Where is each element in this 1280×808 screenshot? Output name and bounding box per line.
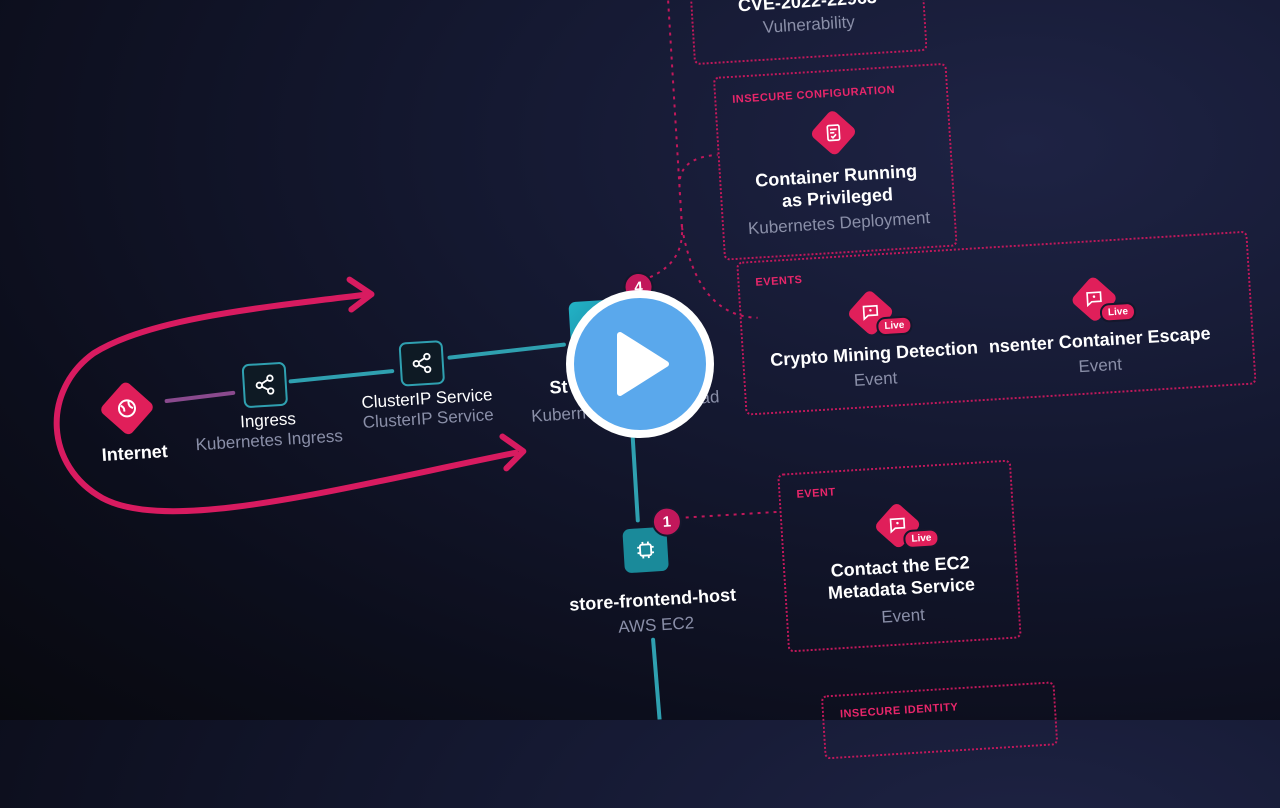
live-badge: Live xyxy=(902,528,940,550)
identity-tag: INSECURE IDENTITY xyxy=(839,701,959,721)
attack-path-diagram: Internet Ingress Kubernetes Ingress Clus… xyxy=(53,0,1257,760)
events-card[interactable]: EVENTS Live Crypto Mining Detection Even… xyxy=(736,230,1257,416)
connector-lines xyxy=(164,0,780,742)
workload-subtitle: Kubern xyxy=(530,403,587,426)
clusterip-node[interactable] xyxy=(398,340,446,387)
identity-card[interactable]: INSECURE IDENTITY xyxy=(820,681,1059,760)
play-button[interactable] xyxy=(566,290,714,438)
checklist-icon xyxy=(809,108,858,157)
alert-chat-icon xyxy=(846,288,895,337)
alert-chat-icon xyxy=(873,501,922,550)
share-icon xyxy=(255,374,275,395)
ec2-event-subtitle: Event xyxy=(880,605,926,627)
workload-title: St xyxy=(548,376,569,398)
play-icon xyxy=(617,332,669,396)
insecure-config-tag: INSECURE CONFIGURATION xyxy=(731,83,896,106)
events-tag: EVENTS xyxy=(755,273,803,289)
host-node[interactable] xyxy=(622,526,669,574)
live-badge: Live xyxy=(1099,301,1137,323)
clusterip-labels: ClusterIP Service ClusterIP Service xyxy=(357,385,499,433)
ec2-event-card[interactable]: EVENT Live Contact the EC2 Metadata Serv… xyxy=(777,459,1022,653)
ingress-node[interactable] xyxy=(241,361,289,409)
loop-arrow-annotation xyxy=(53,276,527,515)
share-icon xyxy=(412,352,432,374)
play-button-inner xyxy=(574,298,706,430)
alert-chat-icon xyxy=(1070,275,1119,324)
insecure-config-card[interactable]: INSECURE CONFIGURATION Container Running… xyxy=(712,62,958,261)
live-badge: Live xyxy=(875,315,913,337)
globe-icon xyxy=(98,380,156,437)
video-thumbnail[interactable]: Internet Ingress Kubernetes Ingress Clus… xyxy=(0,0,1280,760)
ec2-event-tag: EVENT xyxy=(796,486,836,501)
chip-icon xyxy=(637,541,655,559)
